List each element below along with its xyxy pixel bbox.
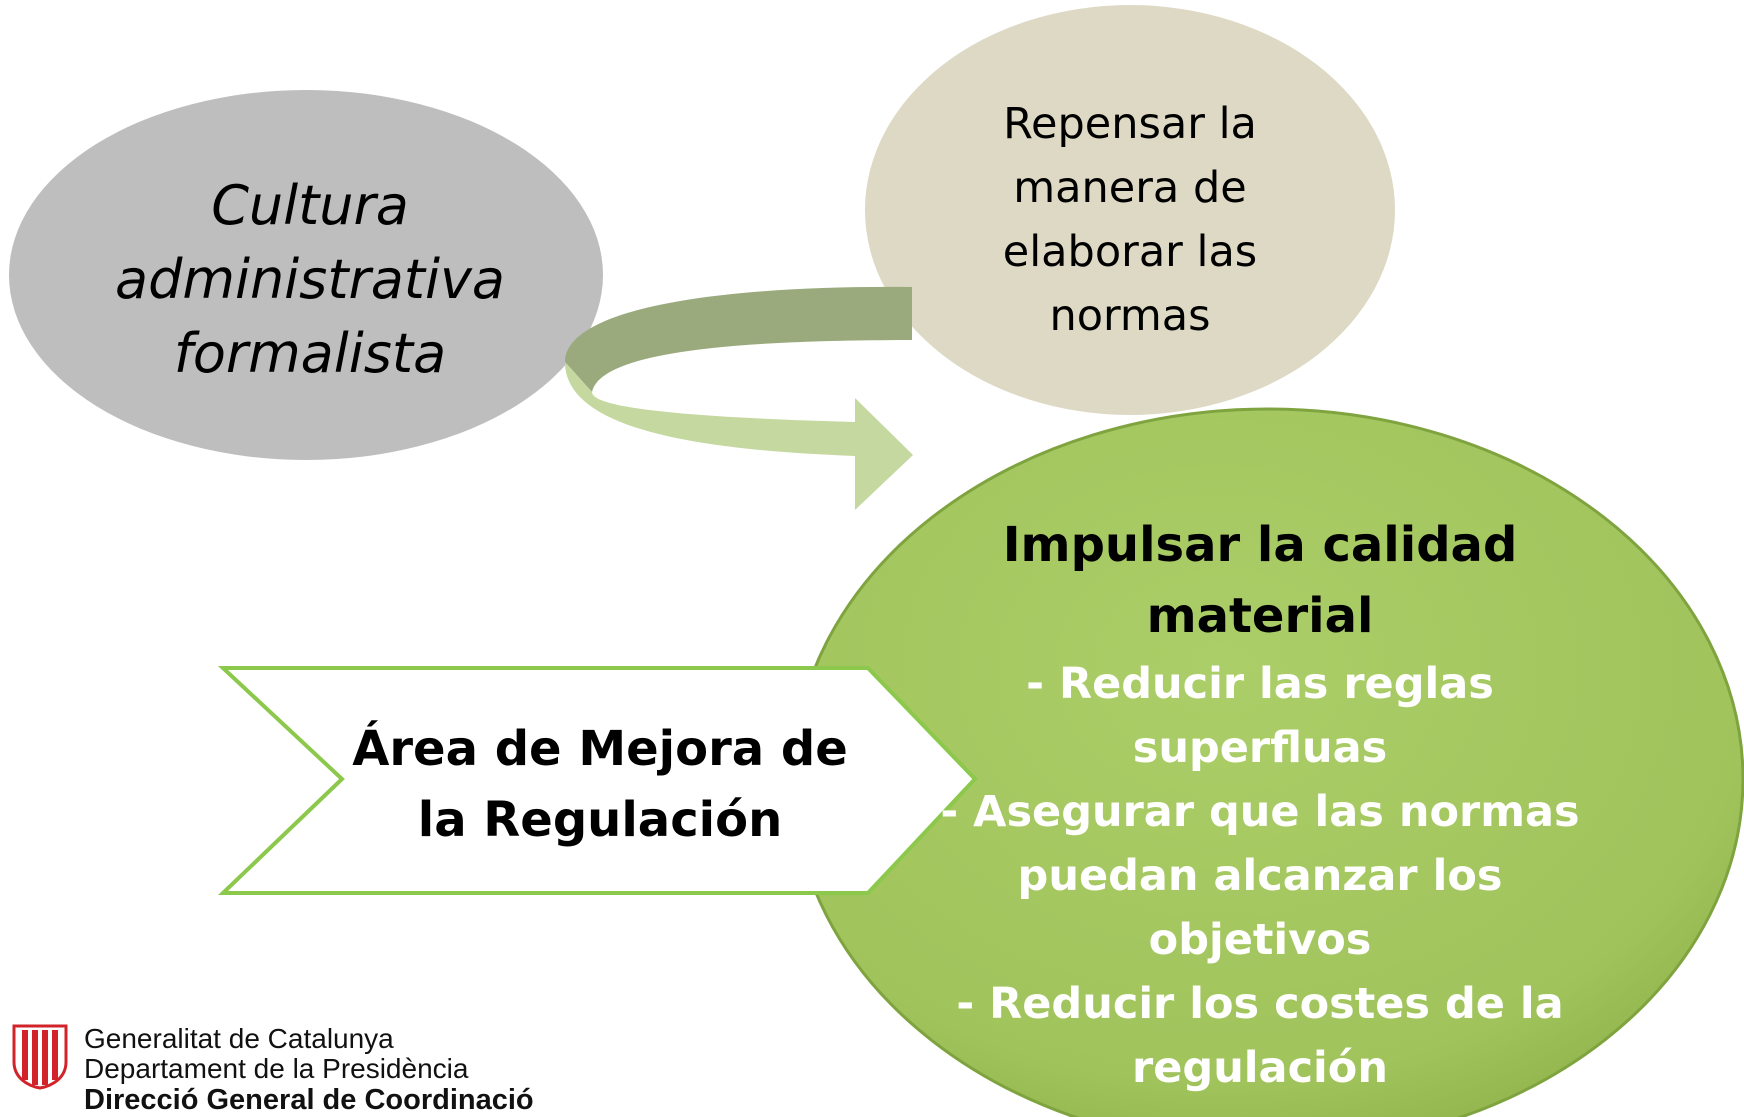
repensar-line-3: elaborar las [1002, 227, 1258, 277]
cultura-line-2: administrativa [114, 248, 506, 311]
circular-arrow-back [565, 286, 912, 392]
repensar-line-1: Repensar la [1003, 99, 1257, 149]
logo-line-2: Departament de la Presidència [84, 1053, 469, 1084]
circular-arrow-front [565, 362, 913, 510]
impulsar-item-6: - Reducir los costes de la [956, 979, 1564, 1029]
area-label: Área de Mejora de la Regulación [340, 700, 860, 870]
impulsar-title-line-2: material [1146, 588, 1374, 644]
impulsar-label: Impulsar la calidad material - Reducir l… [940, 510, 1580, 1100]
impulsar-item-1: - Reducir las reglas [1026, 659, 1494, 709]
circular-arrow [565, 286, 913, 510]
cultura-label: Cultura administrativa formalista [70, 160, 550, 400]
impulsar-item-2: superfluas [1132, 723, 1388, 773]
repensar-line-2: manera de [1013, 163, 1247, 213]
area-line-1: Área de Mejora de [352, 721, 848, 777]
area-line-2: la Regulación [417, 792, 783, 848]
impulsar-item-4: puedan alcanzar los [1017, 851, 1503, 901]
logo-line-3: Direcció General de Coordinació [84, 1084, 534, 1116]
area-chevron [217, 666, 978, 895]
cultura-line-3: formalista [173, 322, 447, 385]
repensar-line-4: normas [1049, 291, 1211, 341]
catalan-coat-of-arms-icon [12, 1024, 68, 1090]
impulsar-item-3: - Asegurar que las normas [940, 787, 1580, 837]
impulsar-item-7: regulación [1132, 1043, 1388, 1093]
impulsar-title-line-1: Impulsar la calidad [1002, 517, 1518, 573]
generalitat-logo: Generalitat de Catalunya Departament de … [10, 1020, 630, 1117]
cultura-ellipse [9, 90, 603, 460]
impulsar-item-5: objetivos [1148, 915, 1372, 965]
cultura-line-1: Cultura [211, 174, 409, 237]
logo-line-1: Generalitat de Catalunya [84, 1023, 394, 1054]
repensar-ellipse [865, 5, 1395, 415]
repensar-label: Repensar la manera de elaborar las norma… [930, 80, 1330, 360]
